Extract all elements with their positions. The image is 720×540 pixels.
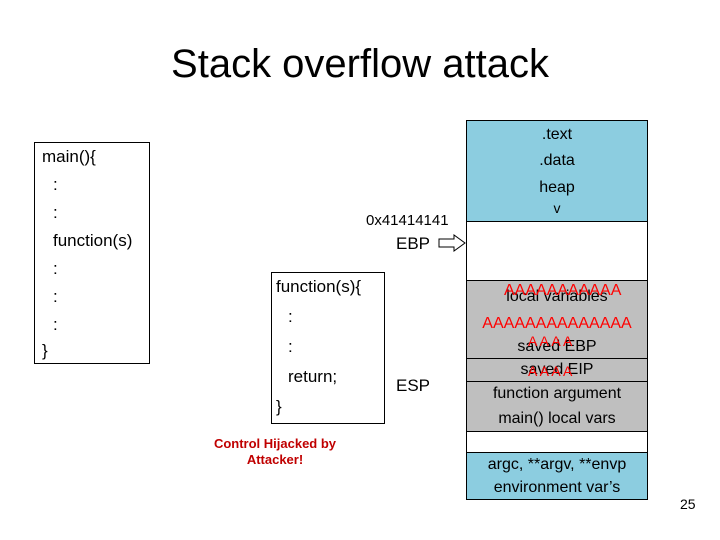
saved-eip-overwrite: A A A A — [528, 363, 573, 379]
esp-label: ESP — [396, 376, 431, 395]
heap-growth-arrow: v — [466, 201, 648, 222]
local-variables-label: local variables — [506, 287, 608, 305]
stack-saved-ebp: saved EBP — [466, 336, 648, 358]
hijack-note: Control Hijacked by Attacker! — [190, 436, 360, 468]
main-code-line: : — [53, 259, 58, 278]
arrow-right-icon — [438, 234, 466, 252]
overwrite-address-label: 0x41414141 — [366, 212, 449, 229]
ebp-label: EBP — [396, 234, 431, 253]
main-code-line: : — [53, 287, 58, 306]
hijack-note-line: Attacker! — [246, 452, 304, 467]
main-code-box: main(){ : : function(s) : : : } — [34, 142, 150, 364]
main-code-line: } — [42, 341, 48, 360]
memory-args-segment: argc, **argv, **envp — [466, 452, 648, 476]
memory-env-segment: environment var’s — [466, 476, 648, 500]
main-code-line: : — [53, 315, 58, 334]
stack-main-local-vars: main() local vars — [466, 406, 648, 432]
main-code-line: : — [53, 175, 58, 194]
page-number: 25 — [680, 496, 696, 512]
slide-title: Stack overflow attack — [171, 42, 549, 86]
stack-function-argument: function argument — [466, 382, 648, 406]
function-code-line: : — [288, 337, 293, 356]
function-code-line-return: return; — [288, 367, 338, 386]
main-code-line: main(){ — [42, 147, 96, 166]
stack-saved-eip: saved EIP — [466, 358, 648, 382]
memory-data-segment: .data — [466, 148, 648, 174]
local-variables-overwrite: AAAAAAAAAAA — [504, 282, 622, 299]
memory-heap-segment: heap — [466, 174, 648, 202]
memory-text-segment: .text — [466, 120, 648, 148]
function-code-box: function(s){ : : return; } — [271, 272, 385, 424]
function-code-line: function(s){ — [276, 277, 362, 296]
hijack-note-line: Control Hijacked by — [213, 436, 337, 451]
memory-free-gap — [466, 222, 648, 280]
function-code-line: } — [276, 397, 282, 416]
saved-ebp-overwrite: A A A A — [528, 333, 573, 349]
main-code-line: : — [53, 203, 58, 222]
stack-gap — [466, 432, 648, 452]
saved-ebp-label: saved EBP — [517, 338, 597, 355]
function-code-line: : — [288, 307, 293, 326]
main-code-line-call: function(s) — [53, 231, 133, 250]
saved-eip-label: saved EIP — [520, 361, 594, 378]
stack-overflow-row: AAAAAAAAAAAAAA — [466, 312, 648, 336]
stack-local-variables: local variables — [466, 280, 648, 312]
